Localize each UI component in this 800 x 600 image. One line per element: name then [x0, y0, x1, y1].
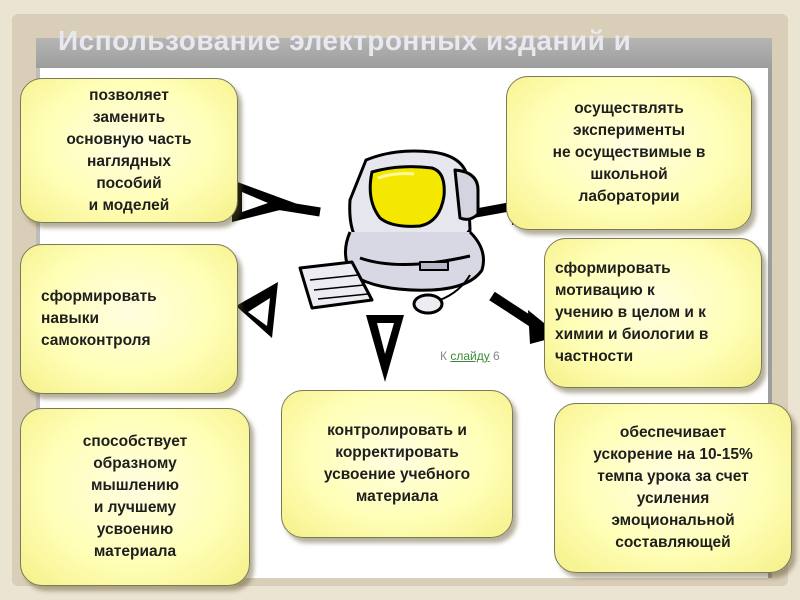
- box-top-right: осуществлять эксперименты не осуществимы…: [506, 76, 752, 230]
- arrow-top-left: [232, 180, 321, 222]
- box-bottom-right: обеспечивает ускорение на 10-15% темпа у…: [554, 403, 792, 573]
- box-bottom-right-text: обеспечивает ускорение на 10-15% темпа у…: [593, 424, 753, 551]
- box-bottom-center: контролировать и корректировать усвоение…: [281, 390, 513, 538]
- box-mid-right: сформировать мотивацию к учению в целом …: [544, 238, 762, 388]
- slide-link-prefix: К: [440, 349, 451, 363]
- computer-icon: [298, 149, 485, 315]
- slide-title: Использование электронных изданий и: [58, 25, 632, 56]
- box-mid-left-text: сформировать навыки самоконтроля: [41, 288, 157, 349]
- slide-link[interactable]: К слайду 6: [440, 349, 500, 363]
- box-mid-right-text: сформировать мотивацию к учению в целом …: [555, 260, 709, 365]
- title-strip: [36, 38, 772, 68]
- slide-link-suffix: 6: [489, 349, 500, 363]
- slide-link-anchor[interactable]: слайду: [450, 349, 490, 363]
- box-top-left: позволяет заменить основную часть нагляд…: [20, 78, 238, 223]
- box-top-right-text: осуществлять эксперименты не осуществимы…: [552, 100, 706, 205]
- box-bottom-center-text: контролировать и корректировать усвоение…: [323, 422, 471, 505]
- arrow-down: [366, 315, 404, 382]
- box-top-left-text: позволяет заменить основную часть нагляд…: [66, 86, 192, 214]
- arrow-mid-left: [236, 282, 278, 338]
- box-bottom-left-text: способствует образному мышлению и лучшем…: [82, 433, 188, 560]
- box-mid-left: сформировать навыки самоконтроля: [20, 244, 238, 394]
- box-bottom-left: способствует образному мышлению и лучшем…: [20, 408, 250, 586]
